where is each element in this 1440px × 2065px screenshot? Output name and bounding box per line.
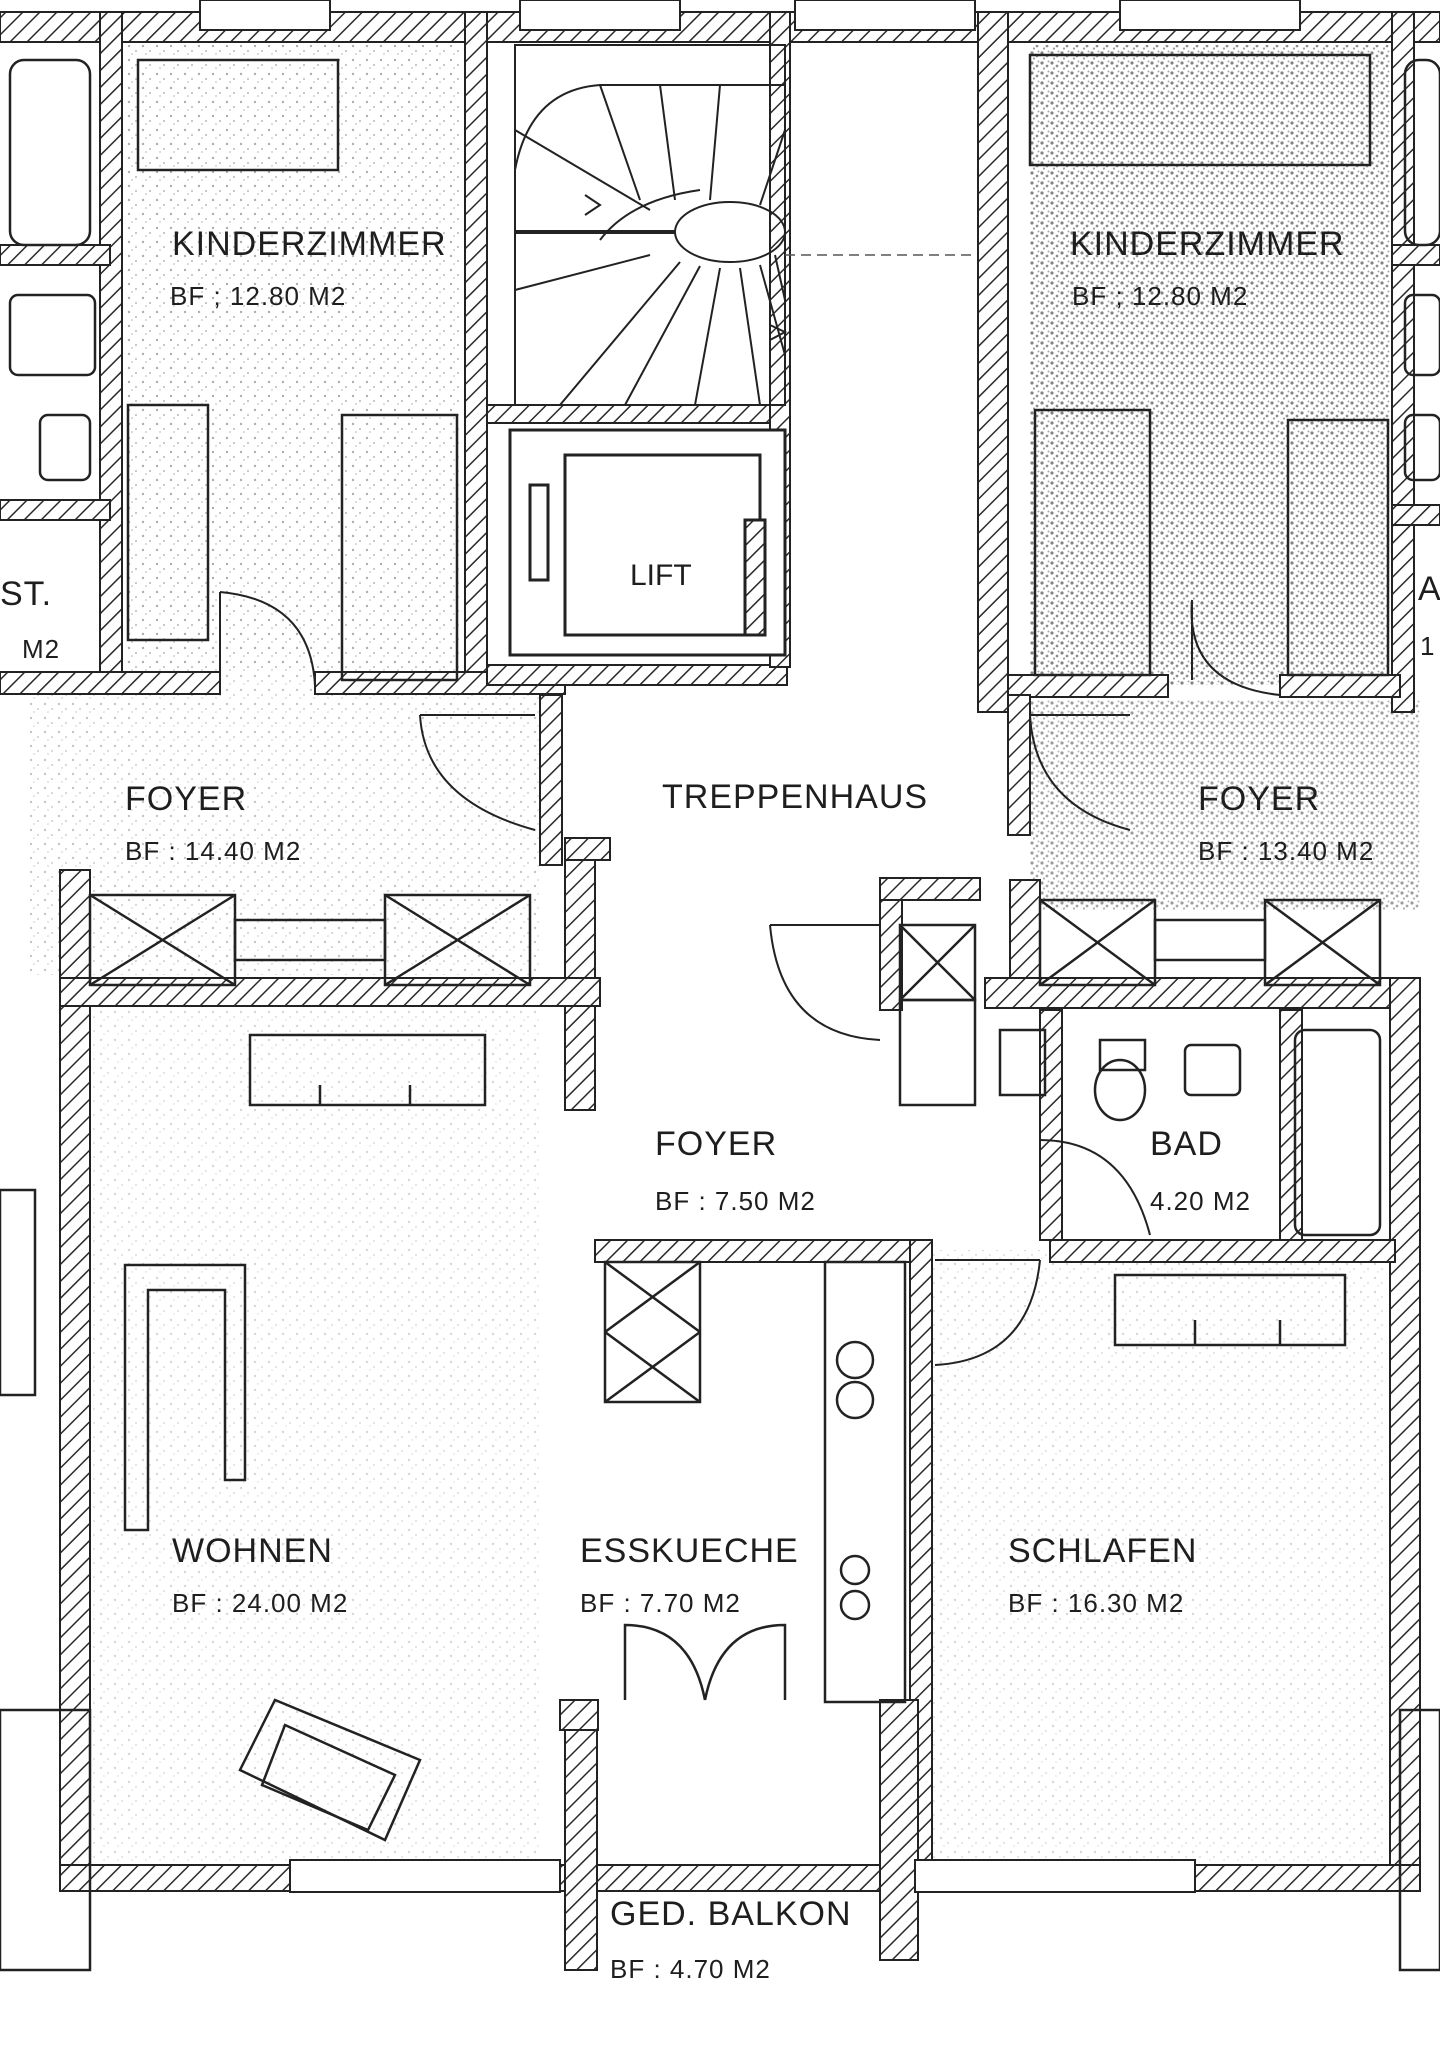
doors — [219, 591, 1281, 1366]
right-edge-room-area: 1 — [1420, 631, 1435, 661]
walls — [0, 11, 1440, 1971]
balkon-name: GED. BALKON — [610, 1895, 852, 1933]
foyer-left-name: FOYER — [125, 780, 247, 818]
esskueche-area: BF : 7.70 M2 — [580, 1588, 741, 1618]
lift-label: LIFT — [630, 559, 692, 592]
esskueche-name: ESSKUECHE — [580, 1532, 799, 1570]
foyer-center-area: BF : 7.50 M2 — [655, 1186, 816, 1216]
left-edge-room-area: M2 — [22, 634, 60, 664]
foyer-left-area: BF : 14.40 M2 — [125, 836, 301, 866]
windows — [199, 0, 1301, 1893]
bad-area: 4.20 M2 — [1150, 1186, 1251, 1216]
kinderzimmer-right-area: BF ; 12.80 M2 — [1072, 281, 1248, 311]
furniture — [0, 53, 1440, 1972]
schlafen-area: BF : 16.30 M2 — [1008, 1588, 1184, 1618]
left-edge-room-name: ST. — [0, 575, 52, 613]
wohnen-area: BF : 24.00 M2 — [172, 1588, 348, 1618]
lift-shaft — [508, 428, 787, 657]
kinderzimmer-left-area: BF ; 12.80 M2 — [170, 281, 346, 311]
foyer-center-name: FOYER — [655, 1125, 777, 1163]
wohnen-name: WOHNEN — [172, 1532, 333, 1570]
right-edge-room-name: A — [1418, 570, 1440, 608]
staircase — [514, 44, 788, 406]
kinderzimmer-right-name: KINDERZIMMER — [1070, 225, 1345, 263]
foyer-right-name: FOYER — [1198, 780, 1320, 818]
schlafen-name: SCHLAFEN — [1008, 1532, 1197, 1570]
room-textures — [30, 45, 1420, 1880]
kinderzimmer-left-name: KINDERZIMMER — [172, 225, 447, 263]
room-labels: KINDERZIMMER BF ; 12.80 M2 KINDERZIMMER … — [0, 225, 1440, 1984]
bad-name: BAD — [1150, 1125, 1223, 1163]
balkon-area: BF : 4.70 M2 — [610, 1954, 771, 1984]
foyer-right-area: BF : 13.40 M2 — [1198, 836, 1374, 866]
treppenhaus-name: TREPPENHAUS — [662, 778, 928, 816]
